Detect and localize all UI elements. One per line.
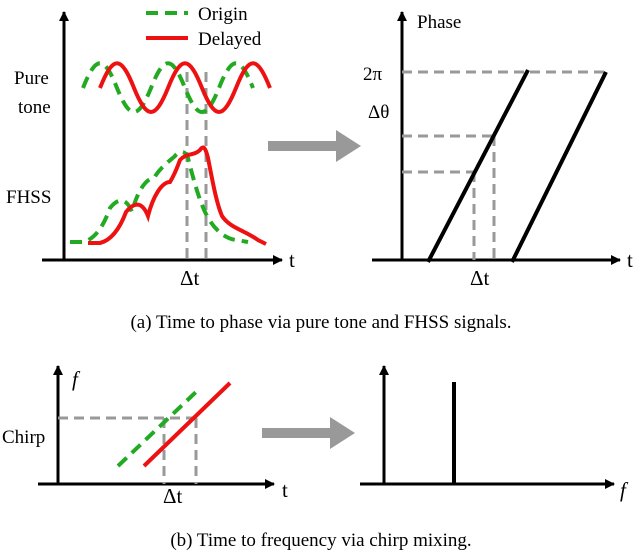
fhss-delayed-curve xyxy=(88,145,267,246)
legend-delayed-label: Delayed xyxy=(198,29,262,50)
x-axis-label: t xyxy=(289,248,295,272)
pure-tone-origin-curve xyxy=(81,61,255,114)
delta-t-label: Δt xyxy=(470,266,490,290)
x-axis-label: t xyxy=(282,478,288,502)
legend-origin-label: Origin xyxy=(198,4,248,25)
y-axis-label: Phase xyxy=(417,12,461,33)
tone-label: tone xyxy=(18,97,51,118)
arrow-icon xyxy=(268,130,361,162)
fhss-label: FHSS xyxy=(6,187,51,208)
caption-a: (a) Time to phase via pure tone and FHSS… xyxy=(130,312,511,333)
x-axis-label: f xyxy=(620,478,629,502)
caption-b: (b) Time to frequency via chirp mixing. xyxy=(170,530,471,551)
tick-dtheta-label: Δθ xyxy=(368,102,389,123)
phase-line xyxy=(510,71,608,263)
top-right-plot: Phase t 2π Δθ Δt xyxy=(363,11,633,290)
tick-2pi-label: 2π xyxy=(363,64,383,85)
bottom-right-plot: f xyxy=(360,365,629,502)
x-axis-label: t xyxy=(627,248,633,272)
fhss-origin-curve xyxy=(70,149,249,244)
delta-t-label: Δt xyxy=(180,266,200,290)
chirp-delayed-line xyxy=(142,381,232,468)
chirp-label: Chirp xyxy=(2,427,45,448)
y-axis-label: f xyxy=(72,367,81,391)
pure-label: Pure xyxy=(14,68,49,89)
pure-tone-delayed-curve xyxy=(98,61,272,114)
bottom-left-plot: f t Chirp Δt xyxy=(2,365,288,508)
legend: Origin Delayed xyxy=(146,4,262,50)
delta-t-label: Δt xyxy=(163,484,183,508)
top-left-plot: Origin Delayed t Pure tone FHSS Δt xyxy=(6,4,295,290)
phase-line xyxy=(426,69,530,263)
arrow-icon xyxy=(262,417,355,449)
